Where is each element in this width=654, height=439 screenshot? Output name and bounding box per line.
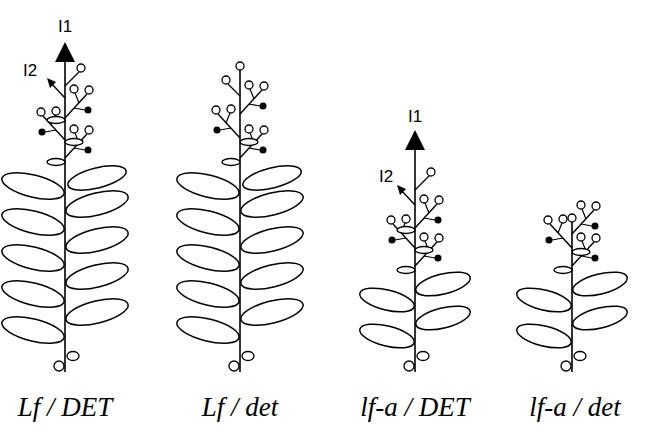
- bract: [240, 139, 258, 146]
- leaf-set: [357, 268, 472, 353]
- plant: [174, 62, 305, 372]
- bract: [397, 267, 415, 274]
- leaf-set: [0, 161, 131, 348]
- inflorescence-label: I1: [58, 18, 72, 35]
- cotyledons: [561, 352, 586, 372]
- flower-branch: [387, 215, 415, 248]
- leaf-set: [174, 161, 305, 348]
- flower-circle: [568, 214, 576, 222]
- flower-branch: [240, 125, 268, 158]
- flower-circle: [236, 62, 244, 70]
- flower-branch: [65, 125, 93, 158]
- inflorescence-arrow: [55, 42, 75, 62]
- flower-circle: [77, 64, 85, 72]
- stem: [414, 150, 416, 372]
- plant: [357, 130, 472, 372]
- stem: [239, 70, 241, 372]
- inflorescence-arrow: [405, 130, 425, 150]
- genotype-label: lf-a / det: [529, 394, 620, 421]
- inflorescence-arrow: [47, 78, 56, 88]
- flower-circle: [222, 76, 230, 84]
- cotyledons: [404, 352, 429, 372]
- flower-circle: [427, 168, 435, 176]
- bract: [47, 159, 65, 166]
- pedicel: [65, 72, 79, 86]
- inflorescence-arrow: [397, 185, 406, 195]
- stem: [571, 222, 573, 372]
- inflorescence-label: I1: [408, 108, 422, 125]
- flower-branch: [415, 233, 443, 266]
- pedicel: [228, 84, 240, 96]
- flower-branch: [65, 85, 93, 118]
- shoot-line: [51, 83, 65, 98]
- pedicel: [415, 176, 429, 190]
- plant: [0, 42, 131, 372]
- flower-branch: [572, 233, 600, 266]
- bract: [65, 139, 83, 146]
- flower-branch: [212, 105, 240, 138]
- cotyledons: [54, 352, 79, 372]
- flower-branch: [240, 81, 268, 114]
- bract: [222, 159, 240, 166]
- genotype-label: Lf / det: [202, 394, 279, 421]
- genotype-label: lf-a / DET: [360, 394, 470, 421]
- leaf-set: [514, 268, 629, 353]
- shoot-line: [401, 190, 415, 205]
- bract: [47, 117, 65, 124]
- bract: [554, 267, 572, 274]
- flower-branch: [415, 195, 443, 228]
- inflorescence-label: I2: [379, 168, 393, 185]
- plant: [514, 201, 629, 372]
- cotyledons: [229, 352, 254, 372]
- bract: [397, 227, 415, 234]
- bract: [572, 249, 590, 256]
- bract: [415, 247, 433, 254]
- stem: [64, 60, 66, 372]
- flower-branch: [37, 107, 65, 140]
- genotype-label: Lf / DET: [18, 394, 113, 421]
- inflorescence-label: I2: [23, 62, 37, 79]
